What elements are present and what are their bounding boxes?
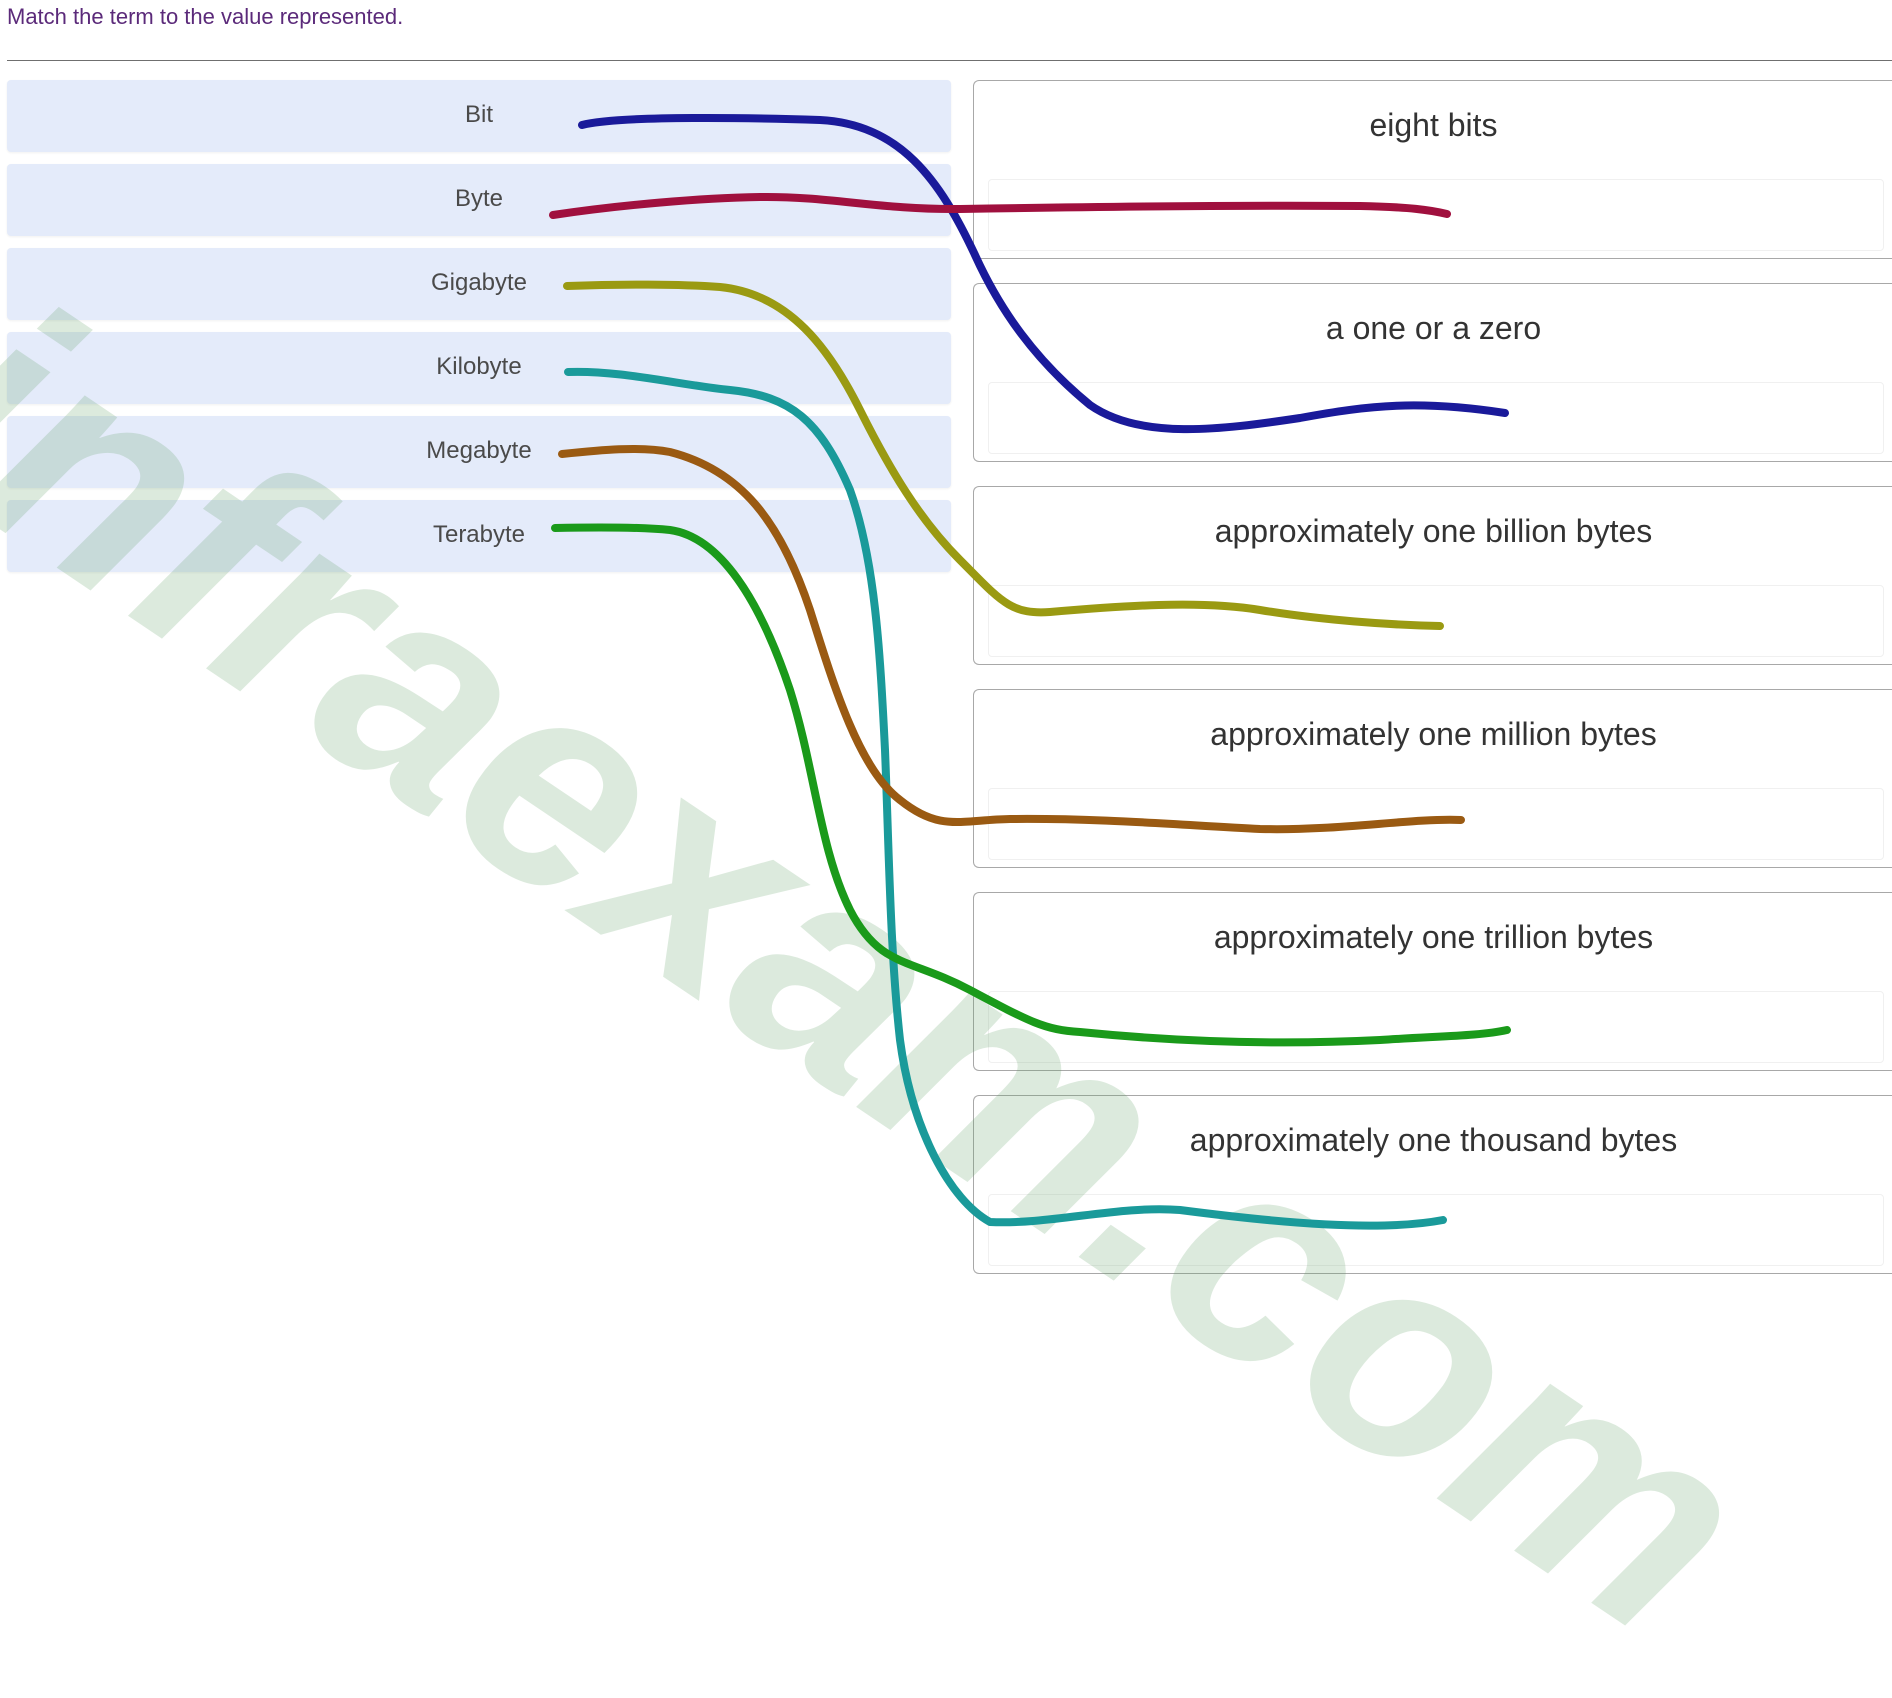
target-label: approximately one million bytes: [1210, 716, 1657, 752]
drop-zone[interactable]: [988, 179, 1884, 251]
term-byte[interactable]: Byte: [7, 164, 951, 236]
target-trillion-bytes: approximately one trillion bytes: [973, 892, 1892, 1071]
target-label: approximately one trillion bytes: [1213, 919, 1654, 955]
target-one-or-zero: a one or a zero: [973, 283, 1892, 462]
target-label: a one or a zero: [1325, 310, 1542, 346]
divider: [7, 60, 1892, 61]
target-label: approximately one thousand bytes: [1189, 1122, 1678, 1158]
term-list: Bit Byte Gigabyte Kilobyte Megabyte Tera…: [7, 80, 951, 584]
term-label: Gigabyte: [430, 269, 528, 296]
target-label: approximately one billion bytes: [1214, 513, 1653, 549]
term-label: Terabyte: [432, 521, 526, 548]
drop-zone[interactable]: [988, 788, 1884, 860]
target-label: eight bits: [1369, 107, 1498, 143]
term-terabyte[interactable]: Terabyte: [7, 500, 951, 572]
term-label: Kilobyte: [436, 353, 522, 380]
drop-zone[interactable]: [988, 382, 1884, 454]
term-bit[interactable]: Bit: [7, 80, 951, 152]
target-million-bytes: approximately one million bytes: [973, 689, 1892, 868]
term-label: Megabyte: [426, 437, 532, 464]
target-list: eight bits a one or a zero approximately…: [973, 80, 1892, 1298]
term-label: Byte: [454, 185, 504, 212]
drop-zone[interactable]: [988, 991, 1884, 1063]
term-label: Bit: [464, 101, 493, 128]
term-gigabyte[interactable]: Gigabyte: [7, 248, 951, 320]
drop-zone[interactable]: [988, 585, 1884, 657]
drop-zone[interactable]: [988, 1194, 1884, 1266]
target-thousand-bytes: approximately one thousand bytes: [973, 1095, 1892, 1274]
target-billion-bytes: approximately one billion bytes: [973, 486, 1892, 665]
term-megabyte[interactable]: Megabyte: [7, 416, 951, 488]
target-eight-bits: eight bits: [973, 80, 1892, 259]
term-kilobyte[interactable]: Kilobyte: [7, 332, 951, 404]
instruction-text: Match the term to the value represented.: [7, 4, 404, 29]
